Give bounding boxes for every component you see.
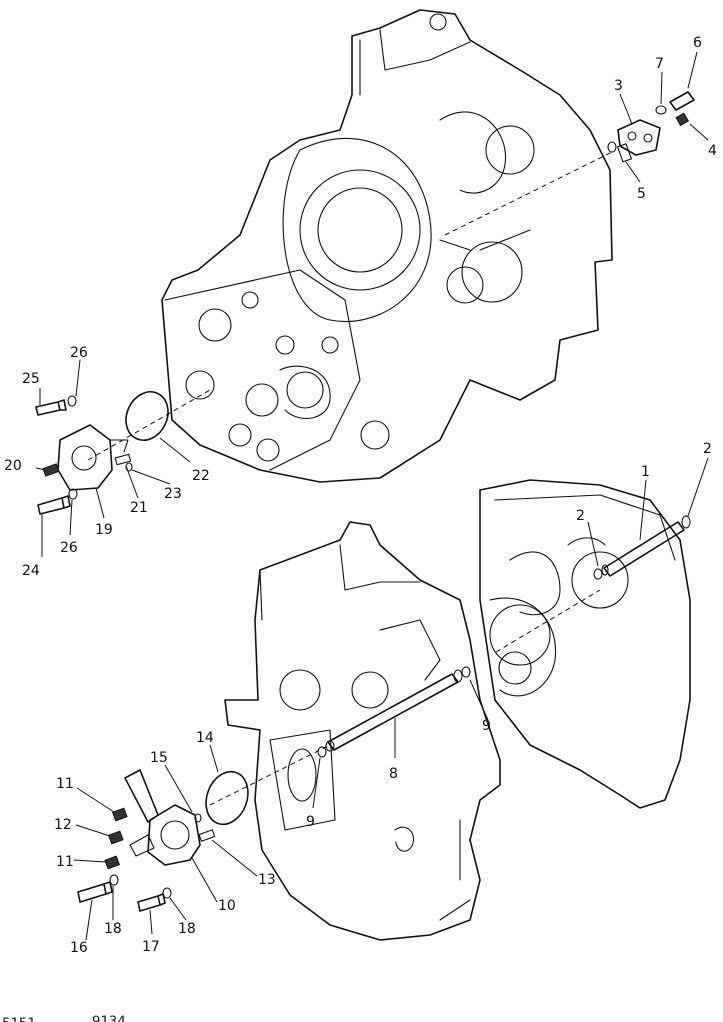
upper-alignment-line-right: [444, 151, 613, 236]
callout-9b: 9: [306, 814, 315, 830]
callout-26b: 26: [60, 540, 78, 556]
lower-case-housing: [224, 521, 501, 941]
callout-12: 12: [54, 817, 72, 833]
callout-2a: 2: [703, 441, 712, 457]
callout-21: 21: [130, 500, 148, 516]
upper-case-housing: [161, 9, 613, 483]
lever-cover-assembly: [77, 769, 216, 912]
bracket-assembly: [607, 91, 695, 163]
callout-5: 5: [637, 186, 646, 202]
footer-code-left: 5151: [2, 1016, 36, 1022]
callout-22: 22: [192, 468, 210, 484]
callout-25: 25: [22, 371, 40, 387]
callout-17: 17: [142, 939, 160, 955]
callout-2b: 2: [576, 508, 585, 524]
callout-11b: 11: [56, 854, 74, 870]
o-ring-14: [205, 770, 249, 826]
long-bolt-1: [593, 515, 691, 580]
callout-11a: 11: [56, 776, 74, 792]
left-cover-assembly: [35, 395, 133, 515]
callout-4: 4: [708, 143, 717, 159]
footer-code-right: 9134: [92, 1014, 126, 1022]
callout-1: 1: [641, 464, 650, 480]
callout-labels: 6 7 3 4 5 26 25 20 22 23 21 19 26 24 2 1…: [4, 35, 717, 956]
callout-8: 8: [389, 766, 398, 782]
callout-18a: 18: [104, 921, 122, 937]
gasket-plate: [479, 479, 691, 809]
callout-24: 24: [22, 563, 40, 579]
upper-alignment-line-left: [87, 389, 211, 461]
gasket-edge-2: [567, 537, 606, 546]
callout-23: 23: [164, 486, 182, 502]
callout-19: 19: [95, 522, 113, 538]
callout-16: 16: [70, 940, 88, 956]
leader-lines: [35, 51, 709, 941]
callout-13: 13: [258, 872, 276, 888]
callout-15: 15: [150, 750, 168, 766]
callout-26a: 26: [70, 345, 88, 361]
callout-10: 10: [218, 898, 236, 914]
o-ring-22: [125, 391, 169, 441]
callout-18b: 18: [178, 921, 196, 937]
callout-20: 20: [4, 458, 22, 474]
lower-alignment-line-lower: [209, 744, 331, 806]
callout-6: 6: [693, 35, 702, 51]
callout-3: 3: [614, 78, 623, 94]
long-bolt-8: [317, 666, 471, 758]
lower-alignment-line-upper: [495, 589, 601, 653]
callout-7: 7: [655, 56, 664, 72]
callout-9a: 9: [482, 718, 491, 734]
callout-14: 14: [196, 730, 214, 746]
